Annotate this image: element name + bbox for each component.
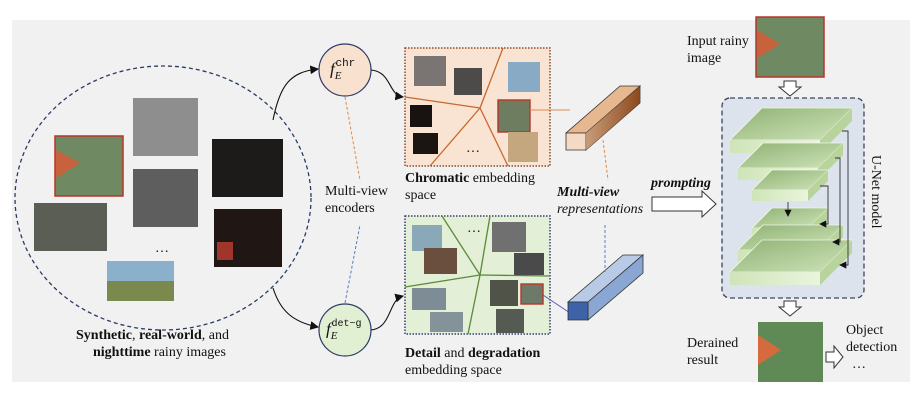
dataset-thumbnails — [34, 98, 283, 301]
unet-label: U-Net model — [868, 155, 883, 229]
chromatic-space-label: Chromatic embedding space — [405, 171, 536, 203]
prompting-label: prompting — [651, 176, 711, 191]
dataset-ellipse — [14, 65, 312, 331]
dataset-label: Synthetic, real-world, and nighttime rai… — [76, 328, 229, 360]
det-encoder-label: fEdet−g — [326, 319, 362, 343]
chr-encoder-label: fEchr — [330, 58, 356, 83]
chromatic-ellipsis: … — [466, 141, 480, 156]
down-arrow-output — [777, 300, 803, 317]
detail-representation-bar — [566, 254, 645, 321]
chromatic-representation-bar — [564, 85, 642, 151]
detail-space-label: Detail and degradation embedding space — [405, 346, 541, 378]
right-arrow-detection — [825, 344, 844, 370]
detail-ellipsis: … — [467, 221, 481, 236]
representations-label: Multi-view representations — [557, 185, 644, 217]
arrow-to-det-encoder — [272, 287, 320, 330]
unet-layers — [729, 107, 853, 285]
dataset-ellipsis: … — [155, 241, 169, 256]
down-arrow-input — [777, 80, 803, 97]
arrow-to-chr-encoder — [272, 65, 320, 121]
prompting-arrow — [651, 189, 717, 219]
